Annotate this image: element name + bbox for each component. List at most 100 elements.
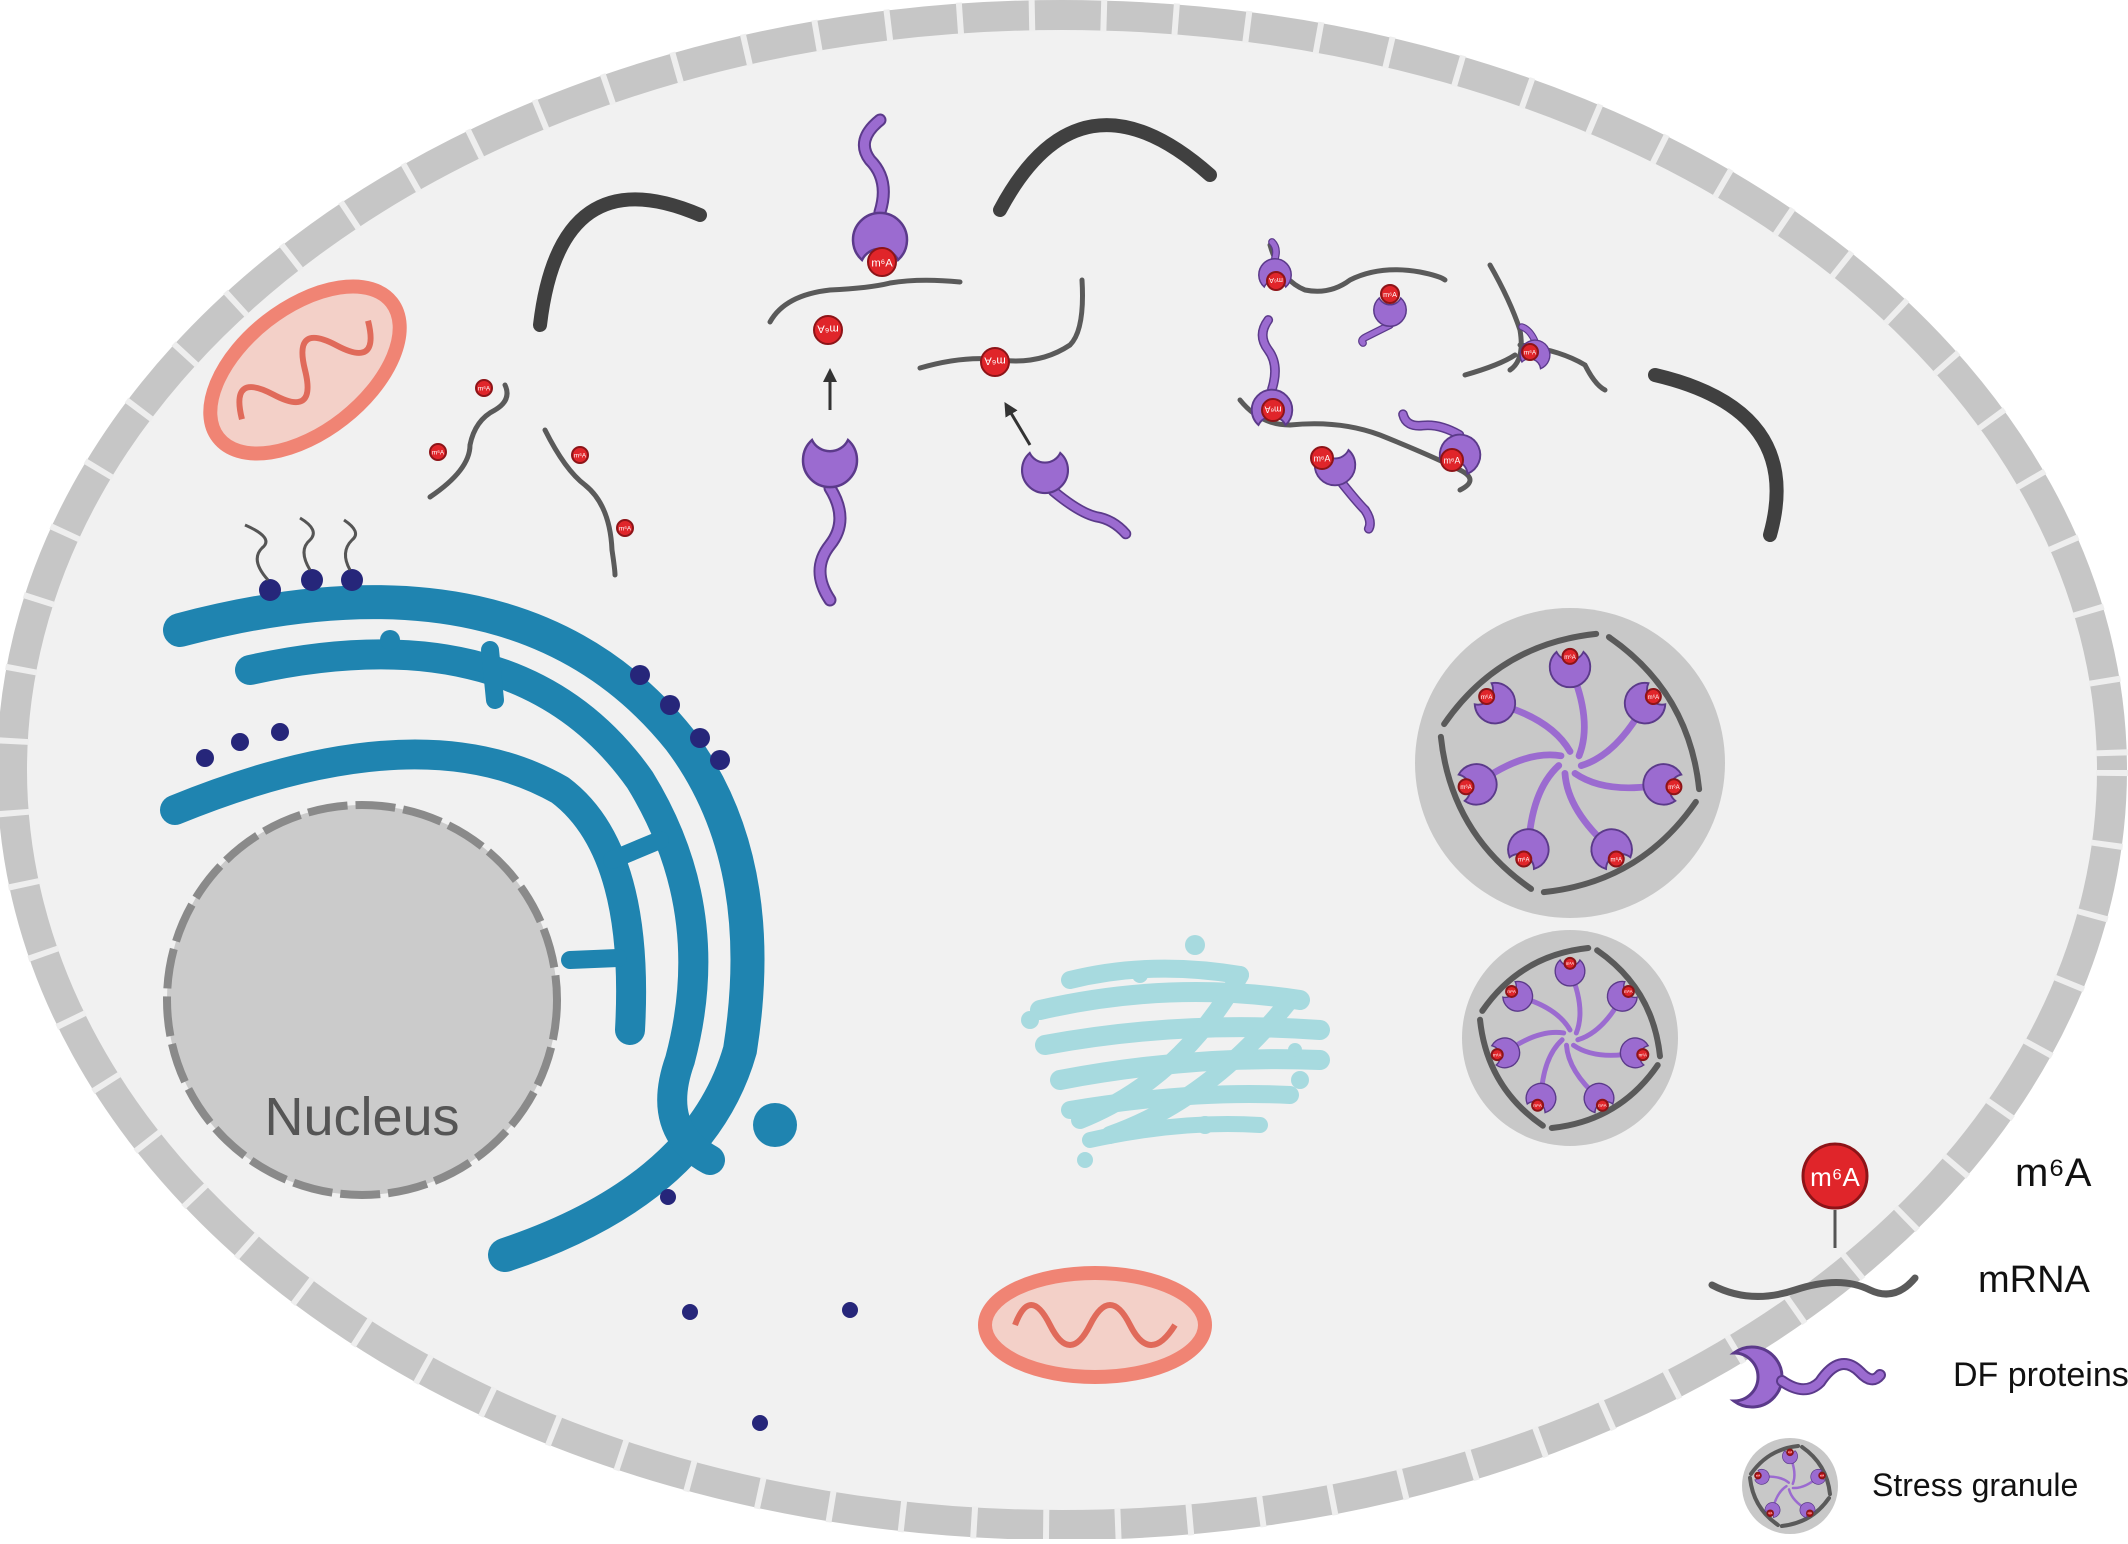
svg-text:m⁶A: m⁶A [1820,1473,1825,1477]
m6a-mark: m⁶A [571,446,589,464]
m6a-mark: m⁶A [1531,1098,1545,1112]
er-bridge [481,641,504,709]
ribosome-mrna-tails [244,516,358,582]
legend-m6a-badge: m⁶A [1810,1162,1860,1192]
arrow-step-2 [993,118,1217,217]
mrna-strand [1605,634,1703,793]
arrow-step-3 [1648,368,1784,542]
mrna-strand [767,277,963,325]
df-protein [851,113,909,263]
svg-text:m⁶A: m⁶A [1444,456,1461,466]
legend-df-proteins: DF proteins [1729,1345,2128,1409]
legend: m⁶A m⁶A mRNA DF proteins m⁶Am⁶Am⁶Am⁶Am⁶A… [1708,1142,2128,1534]
legend-df-icon [1729,1345,1886,1409]
m6a-mark: m⁶A [1754,1471,1762,1480]
mrna-strand [427,382,510,500]
m6a-mark: m⁶A [429,443,447,461]
ribosome [301,569,323,591]
er-inner-cisterna [160,739,647,1045]
ribosome [196,749,214,767]
mrna-strand [1437,733,1535,892]
process-arrows [533,118,1784,542]
mrna-strand [1748,1475,1780,1527]
svg-text:m⁶A: m⁶A [1518,856,1529,863]
legend-df-label: DF proteins [1953,1356,2128,1394]
mrna-strand [1479,945,1592,1014]
svg-text:m⁶A: m⁶A [1768,1511,1773,1515]
er-bulb [753,1103,797,1147]
svg-text:m⁶A: m⁶A [1788,1450,1793,1454]
nucleus-body [163,801,561,1199]
m6a-mark: m⁶A [1505,984,1519,998]
svg-text:m⁶A: m⁶A [1507,989,1515,994]
svg-text:m⁶A: m⁶A [1668,784,1679,791]
m6a-mark: m⁶A [1818,1471,1826,1480]
m6a-mark: m⁶A [1521,343,1539,361]
ribosome [341,569,363,591]
binding-arrows [823,368,1032,446]
ribosome [710,750,730,770]
legend-mrna: mRNA [1708,1259,2091,1301]
svg-text:m⁶A: m⁶A [1314,454,1331,464]
mrna-strand [1779,1496,1831,1528]
golgi-apparatus [1021,935,1330,1168]
m6a-mark: m⁶A [1440,448,1464,472]
ribosomes [196,569,858,1431]
m6a-mark: m⁶A [1805,1509,1814,1518]
m6a-mark: m⁶A [1786,1448,1794,1457]
svg-text:m⁶A: m⁶A [1269,276,1283,285]
m6a-mark: m⁶A [1266,271,1286,291]
free-ribosome [752,1415,768,1431]
mrna-strand [1594,947,1663,1060]
m6a-mark: m⁶A [1310,446,1334,470]
m6a-mark: m⁶A [1490,1048,1504,1062]
svg-text:m⁶A: m⁶A [1564,654,1575,661]
er-bridge [561,949,627,969]
legend-m6a-label: m⁶A [2015,1151,2092,1195]
m6a-mark: m⁶A [1563,956,1577,970]
legend-m6a-icon [1801,1142,1869,1210]
er-middle-cisterna [235,639,725,1175]
legend-m6a: m⁶A m⁶A [1801,1142,2092,1248]
mrna-strand [1749,1444,1801,1476]
m6a-mark: m⁶A [1607,850,1625,868]
mrna-strand [1267,242,1448,294]
nucleus-label: Nucleus [264,1087,459,1147]
svg-text:m⁶A: m⁶A [1566,961,1574,966]
svg-text:m⁶A: m⁶A [1264,404,1281,414]
svg-text:m⁶A: m⁶A [1524,350,1537,357]
svg-text:m⁶A: m⁶A [574,453,587,460]
m6a-mark: m⁶A [1478,688,1496,706]
free-ribosome [682,1304,698,1320]
free-ribosome [660,1189,676,1205]
svg-text:m⁶A: m⁶A [1808,1511,1813,1515]
mrna-strand [917,277,1085,371]
df-protein [801,437,859,607]
m6a-mark: m⁶A [980,347,1010,377]
free-ribosome [842,1302,858,1318]
er-outer-cisterna [163,585,765,1272]
svg-text:m⁶A: m⁶A [1624,989,1632,994]
svg-text:m⁶A: m⁶A [432,450,445,457]
er-bulb [380,630,400,650]
df-protein [1020,451,1132,540]
df-protein [1358,296,1407,347]
mrna-strand [1800,1445,1832,1497]
m6a-mark: m⁶A [1515,850,1533,868]
endoplasmic-reticulum [160,585,797,1272]
m6a-mark: m⁶A [1380,284,1400,304]
m6a-mark: m⁶A [475,379,493,397]
arrow-binding-2 [1004,401,1032,446]
m6a-mark: m⁶A [813,315,843,345]
m6a-mark: m⁶A [1621,984,1635,998]
m6a-mark: m⁶A [1457,778,1475,796]
ribosome [630,665,650,685]
mrna-strand [1477,1016,1546,1129]
svg-text:m⁶A: m⁶A [1383,290,1397,299]
m6a-mark: m⁶A [1595,1098,1609,1112]
